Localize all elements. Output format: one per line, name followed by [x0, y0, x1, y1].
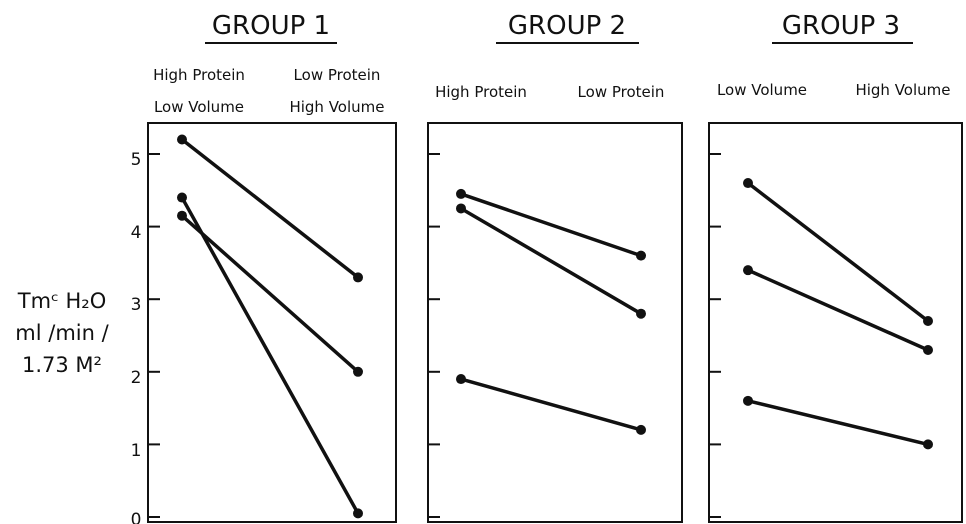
data-point-group-2-series-1-1 [456, 188, 466, 199]
data-point-group-3-series-1-1 [743, 178, 753, 189]
series-line-group-1-2 [180, 195, 360, 516]
y-tick-label-4: 4 [131, 223, 142, 243]
series-container-group-3 [743, 178, 933, 450]
data-point-group-3-series-1-2 [923, 315, 933, 326]
y-ticks-group-3 [709, 153, 721, 518]
data-point-group-2-series-1-2 [636, 250, 646, 261]
condition-label-group3-a: Low Volume [717, 81, 807, 99]
panel-title-group-1: GROUP 1 [212, 11, 330, 41]
panel-frame-group-3 [708, 122, 963, 523]
panel-title-group-3: GROUP 3 [782, 11, 900, 41]
data-point-group-3-series-2-2 [923, 345, 933, 356]
panel-frame-group-2 [427, 122, 683, 523]
series-line-group-3-1 [746, 181, 930, 323]
series-container-group-2 [456, 188, 646, 435]
y-tick-label-0: 0 [131, 510, 142, 524]
series-line-group-1-3 [180, 213, 360, 374]
y-tick-label-1: 1 [131, 441, 142, 461]
condition-label-group1-b-line1: Low Protein [294, 66, 381, 84]
data-point-group-1-series-3-1 [177, 210, 187, 221]
condition-label-group1-b-line2: High Volume [289, 98, 384, 116]
y-axis-label-line1: Tmᶜ H₂O [17, 289, 106, 313]
series-container-group-1 [177, 134, 363, 519]
series-line-group-2-1 [459, 192, 643, 258]
panel-group-3: GROUP 3 Low Volume High Volume [708, 11, 963, 523]
data-point-group-1-series-3-2 [353, 366, 363, 377]
data-point-group-3-series-2-1 [743, 265, 753, 276]
y-tick-label-2: 2 [131, 368, 142, 388]
series-line-group-3-3 [746, 399, 930, 447]
y-tick-label-5: 5 [131, 150, 142, 170]
series-line-group-2-3 [459, 377, 643, 432]
condition-label-group1-a-line2: Low Volume [154, 98, 244, 116]
series-line-group-1-1 [180, 137, 360, 280]
panel-title-group-2: GROUP 2 [508, 11, 626, 41]
series-line-group-3-2 [746, 268, 930, 352]
data-point-group-1-series-2-1 [177, 192, 187, 203]
y-ticks-group-1 [148, 153, 160, 518]
data-point-group-3-series-3-1 [743, 395, 753, 406]
panel-group-1: GROUP 1 High Protein Low Volume Low Prot… [147, 11, 397, 523]
condition-label-group2-b: Low Protein [578, 83, 665, 101]
y-axis-label-line2: ml /min / [15, 321, 109, 345]
y-axis-label-line3: 1.73 M² [22, 353, 102, 377]
condition-label-group3-b: High Volume [855, 81, 950, 99]
data-point-group-1-series-1-2 [353, 272, 363, 283]
data-point-group-1-series-1-1 [177, 134, 187, 145]
data-point-group-2-series-3-2 [636, 424, 646, 435]
data-point-group-1-series-2-2 [353, 508, 363, 519]
data-point-group-2-series-2-2 [636, 308, 646, 319]
panel-group-2: GROUP 2 High Protein Low Protein [427, 11, 683, 523]
y-ticks-group-2 [428, 153, 440, 518]
series-line-group-2-2 [459, 206, 643, 316]
data-point-group-2-series-2-1 [456, 203, 466, 214]
data-point-group-2-series-3-1 [456, 374, 466, 385]
panel-frame-group-1 [147, 122, 397, 523]
data-point-group-3-series-3-2 [923, 439, 933, 450]
condition-label-group1-a-line1: High Protein [153, 66, 245, 84]
condition-label-group2-a: High Protein [435, 83, 527, 101]
y-tick-label-3: 3 [131, 295, 142, 315]
